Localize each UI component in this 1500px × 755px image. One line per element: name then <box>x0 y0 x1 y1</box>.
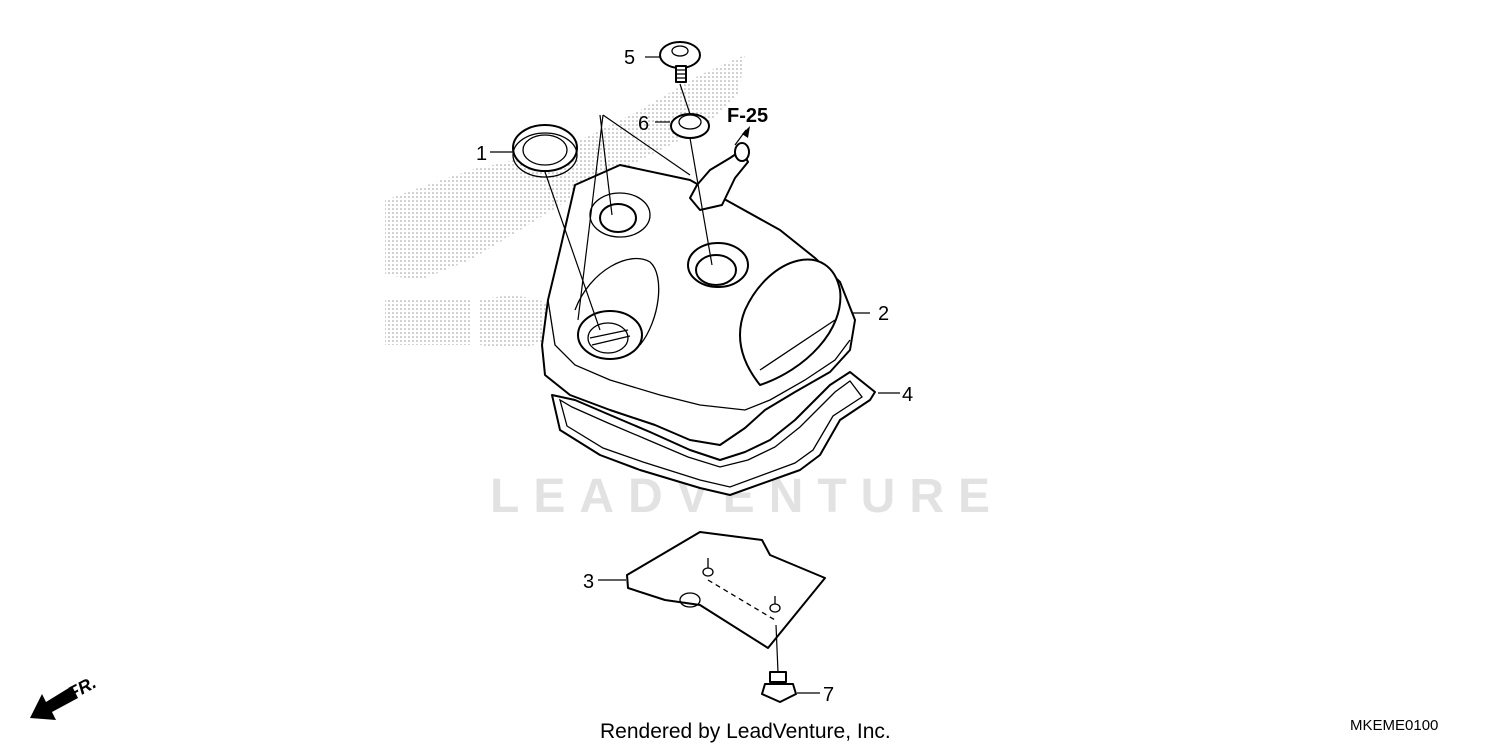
part-cylinder-head-cover <box>541 142 856 446</box>
diagram-code: MKEME0100 <box>1350 717 1438 734</box>
leader-lines <box>490 56 900 694</box>
part-flange-bolt-top <box>659 41 701 83</box>
callout-3: 3 <box>583 571 594 593</box>
callout-4: 4 <box>902 384 913 406</box>
callout-2: 2 <box>878 303 889 325</box>
part-plate <box>626 531 826 649</box>
callout-1: 1 <box>476 143 487 165</box>
part-seal-washer <box>670 113 710 139</box>
reference-label: F-25 <box>727 105 768 127</box>
part-gasket <box>551 371 876 496</box>
callout-7: 7 <box>823 684 834 706</box>
part-flange-bolt-bottom <box>761 624 797 703</box>
callout-5: 5 <box>624 47 635 69</box>
footer-credit: Rendered by LeadVenture, Inc. <box>600 720 891 743</box>
honda-wing-background <box>385 55 745 348</box>
front-direction-arrow-icon <box>30 686 78 720</box>
callout-6: 6 <box>638 113 649 135</box>
part-grommet <box>512 124 578 178</box>
